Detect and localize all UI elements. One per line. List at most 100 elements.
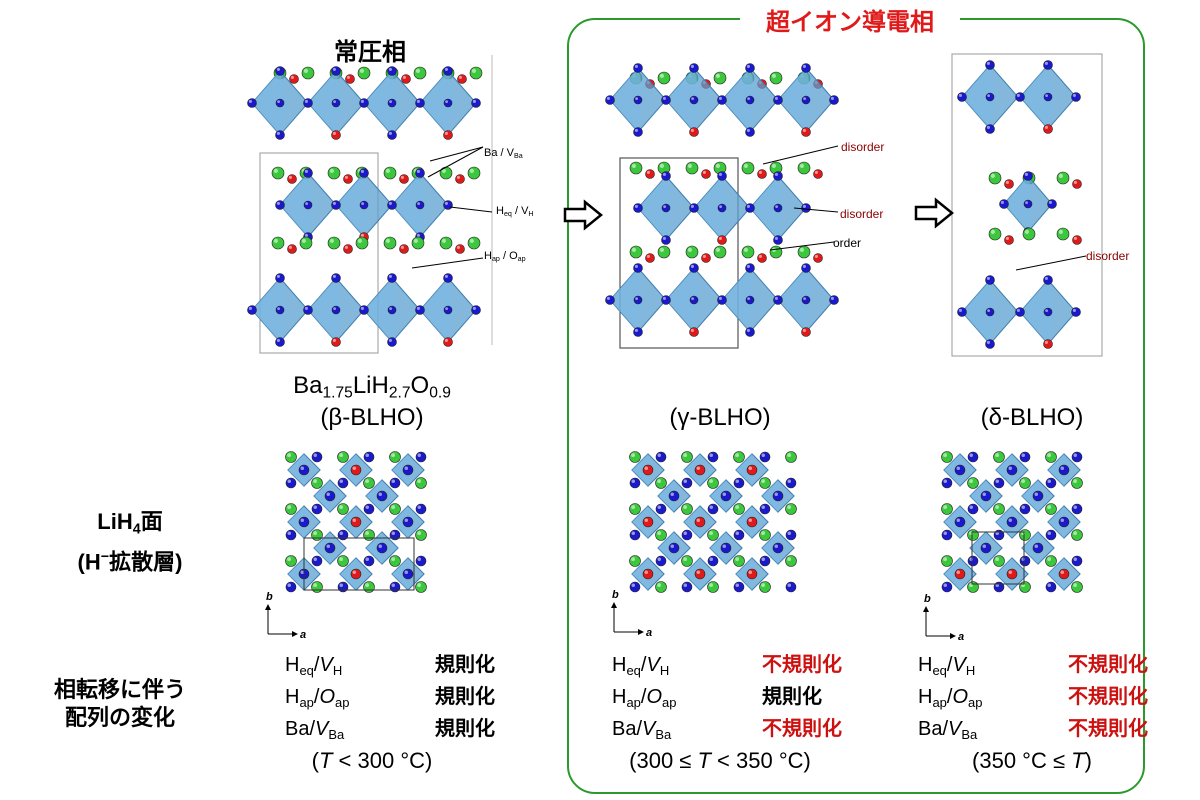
delta-plane-center-atom: [1058, 516, 1070, 528]
delta-plane-octahedron-face: [1021, 531, 1043, 565]
beta-plane-ba-atom: [363, 581, 375, 593]
gamma-layer1-li-atom-highlight: [803, 97, 806, 100]
beta-plane-center-atom: [350, 516, 362, 528]
gamma-plane-h-atom: [629, 477, 641, 489]
gamma-plane-ba-atom: [733, 555, 745, 567]
beta-plane-h-atom-highlight: [391, 479, 395, 483]
delta-plane-b-arrow: [923, 606, 929, 612]
annotation-hap-oap: Hap / Oap: [484, 250, 526, 264]
beta-layer1-apical-atom: [331, 130, 341, 140]
gamma-plane-h-atom: [707, 555, 719, 567]
beta-layer3-li-atom: [387, 305, 397, 315]
gamma-layer1-li-atom: [801, 95, 811, 105]
beta-mid2-ba-atom-highlight: [441, 238, 446, 243]
gamma-plane-ba-atom-highlight: [787, 557, 791, 561]
gamma-plane-h-atom: [681, 477, 693, 489]
gamma-layer1-li-atom-highlight: [747, 97, 750, 100]
beta-layer3-apical-atom: [443, 337, 453, 347]
delta-plane-ba-atom: [941, 555, 953, 567]
beta-plane-h-atom: [363, 555, 375, 567]
beta-mid2-ba-atom-highlight: [413, 238, 418, 243]
gamma-plane-center-atom-highlight: [748, 518, 752, 522]
delta-layer1-li-atom-highlight: [987, 94, 990, 97]
delta-annotation-line: [1015, 255, 1087, 271]
gamma-mid1-o-atom-highlight: [702, 170, 706, 174]
beta-layer2-li-atom-highlight: [305, 202, 308, 206]
delta-plane-h-atom: [1019, 451, 1031, 463]
beta-crystal-structure: [247, 55, 493, 354]
delta-plane-a-label: a: [958, 631, 964, 643]
beta-layer2-li-atom: [303, 200, 313, 210]
gamma-plane-center-atom-highlight: [670, 492, 674, 496]
beta-plane-ba-atom: [415, 581, 427, 593]
beta-plane-center-atom: [376, 490, 388, 502]
beta-layer1-li-atom-highlight: [389, 100, 392, 103]
delta-plane-center-atom-highlight: [982, 544, 986, 548]
beta-layer3-h-atom-highlight: [248, 306, 252, 310]
beta-plane-h-atom-highlight: [365, 557, 369, 561]
delta-plane-center-atom: [954, 568, 966, 580]
gamma-plane-octahedron-face: [735, 505, 757, 539]
gamma-mid1-ba-atom-highlight: [687, 163, 692, 168]
beta-layer3-octahedron-face: [308, 278, 343, 342]
beta-top-ba-atom: [413, 66, 427, 80]
beta-layer1-apical-atom-highlight: [332, 131, 336, 135]
gamma-plane-ba-atom: [681, 555, 693, 567]
beta-plane-ba-atom: [363, 529, 375, 541]
delta-plane-h-atom: [967, 555, 979, 567]
gamma-layer3-apical-atom: [745, 327, 755, 337]
gamma-mid1-o-atom-highlight: [758, 170, 762, 174]
delta-mid1-ba-atom: [1056, 171, 1070, 185]
gamma-temperature-range: (300 ≤ T < 350 °C): [629, 748, 811, 773]
delta-mid2-ba-atom: [988, 227, 1002, 241]
delta-plane-center-atom-highlight: [1060, 518, 1064, 522]
beta-plane-center-atom: [324, 490, 336, 502]
delta-plane-center-atom: [1006, 516, 1018, 528]
gamma-layer3-octahedron-face: [722, 268, 757, 332]
ordering-change-label: 相転移に伴う 配列の変化: [53, 677, 186, 730]
beta-layer3-li-atom: [275, 305, 285, 315]
delta-plane-octahedron-face: [969, 479, 991, 513]
beta-plane-ba-atom-highlight: [313, 479, 317, 483]
delta-plane-center-atom-highlight: [1034, 544, 1038, 548]
gamma-plane-center-atom-highlight: [696, 466, 700, 470]
beta-plane-ba-atom-highlight: [391, 557, 395, 561]
delta-plane-ba-atom: [941, 503, 953, 515]
gamma-plane-h-atom: [707, 503, 719, 515]
beta-plane-center-atom-highlight: [404, 466, 408, 470]
beta-top-ba-atom: [357, 66, 371, 80]
delta-plane-h-atom: [1071, 503, 1083, 515]
delta-layer2-h-atom: [1047, 199, 1057, 209]
gamma-layer1-h-atom-highlight: [830, 96, 834, 100]
beta-layer3-li-atom: [443, 305, 453, 315]
delta-plane-ba-atom: [941, 451, 953, 463]
gamma-plane-octahedron-face: [735, 453, 757, 487]
gamma-plane-ba-atom: [655, 581, 667, 593]
beta-plane-center-atom-highlight: [352, 518, 356, 522]
gamma-plane-ba-atom: [785, 555, 797, 567]
beta-plane-center-atom-highlight: [300, 518, 304, 522]
gamma-layer2-li-atom-highlight: [663, 205, 666, 209]
ordering-species: Hap/Oap: [918, 685, 983, 710]
gamma-plane-center-atom: [720, 542, 732, 554]
disordered-state: 不規則化: [1068, 717, 1148, 740]
gamma-mid1-ba-atom-highlight: [659, 163, 664, 168]
gamma-plane-center-atom-highlight: [696, 570, 700, 574]
beta-layer3-li-atom-highlight: [333, 307, 336, 310]
beta-layer1-h-atom-highlight: [276, 67, 280, 71]
delta-plane-h-atom: [941, 477, 953, 489]
beta-plane-h-atom: [311, 503, 323, 515]
delta-layer3-h-atom: [957, 307, 967, 317]
delta-plane-h-atom: [1045, 581, 1057, 593]
gamma-plane-h-atom: [759, 555, 771, 567]
beta-plane-ba-atom-highlight: [365, 531, 369, 535]
beta-top-o-atom: [457, 74, 467, 84]
delta-layer3-li-atom-highlight: [1045, 309, 1048, 312]
delta-plane-h-atom: [1071, 555, 1083, 567]
delta-plane-center-atom: [1032, 542, 1044, 554]
gamma-plane-ba-atom: [655, 529, 667, 541]
gamma-plane-ba-atom-highlight: [761, 583, 765, 587]
beta-plane-ba-atom-highlight: [287, 557, 291, 561]
delta-plane-h-atom-highlight: [1021, 505, 1025, 509]
gamma-layer2-li-atom: [717, 203, 727, 213]
